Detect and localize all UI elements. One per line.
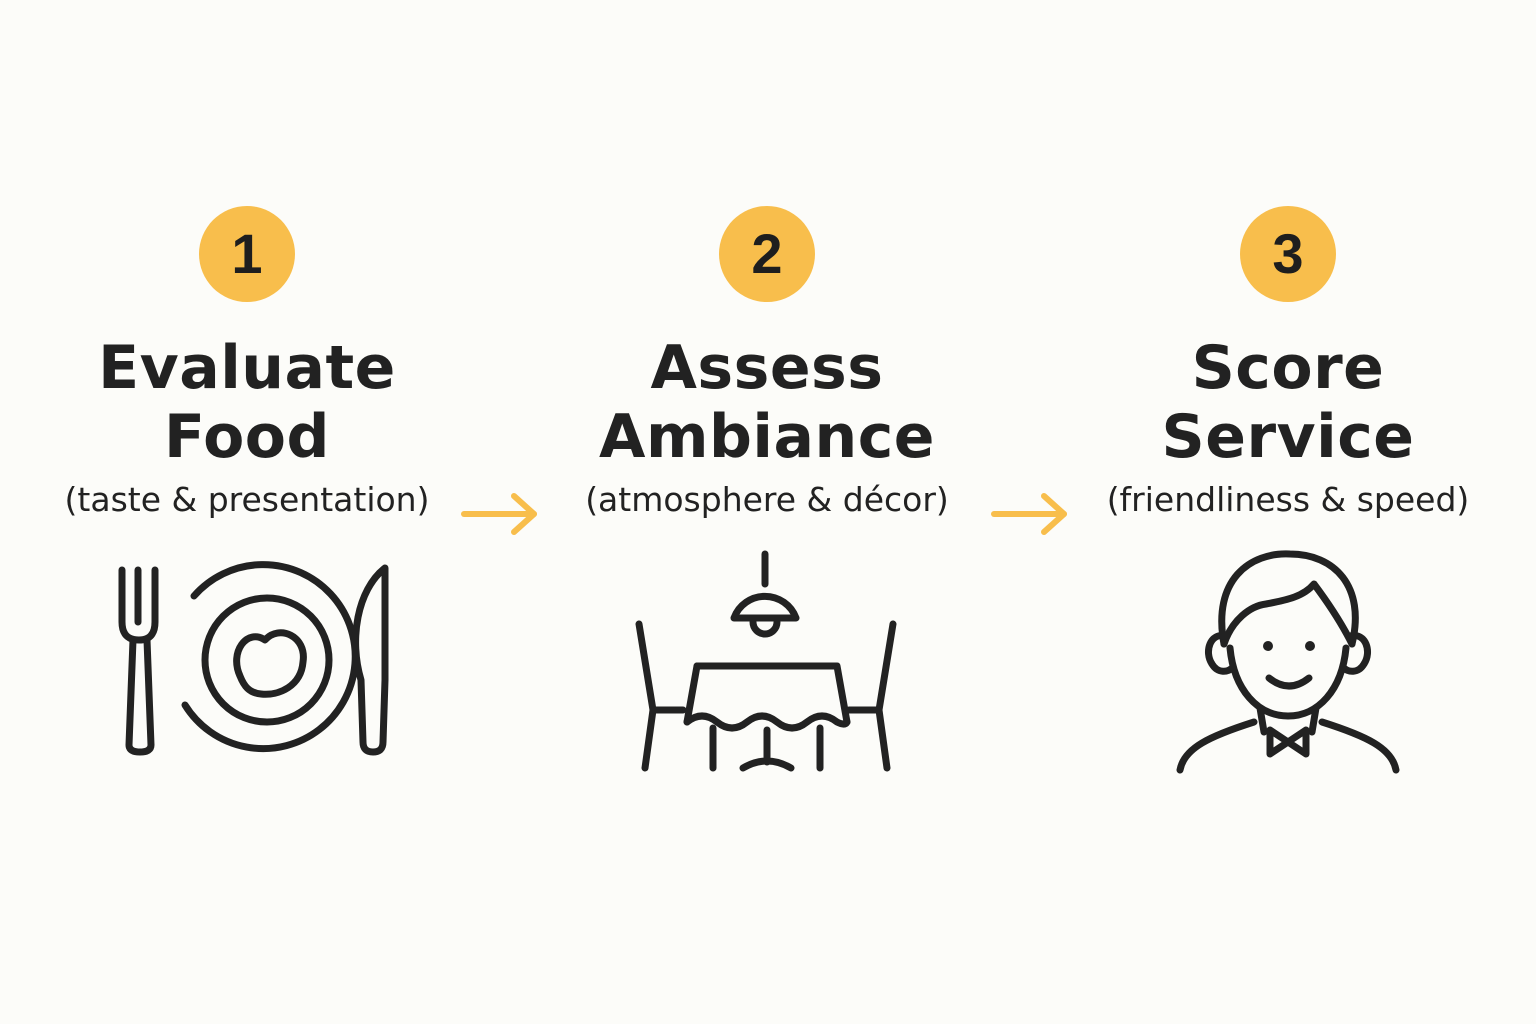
step-subtitle: (atmosphere & décor) [585, 480, 949, 519]
arrow-right-icon [461, 493, 537, 535]
step-assess-ambiance: 2 Assess Ambiance (atmosphere & décor) [537, 0, 997, 1024]
arrow-right-icon [991, 493, 1067, 535]
step-title-line-1: Assess [650, 333, 884, 403]
step-number-badge: 2 [719, 206, 815, 302]
step-number-badge: 3 [1240, 206, 1336, 302]
waiter-icon [1176, 550, 1400, 774]
plate-fork-knife-icon [118, 561, 389, 756]
step-subtitle: (taste & presentation) [64, 480, 430, 519]
step-title-line-2: Ambiance [599, 402, 935, 472]
step-evaluate-food: 1 Evaluate Food (taste & presentation) [17, 0, 477, 1024]
step-title-line-2: Service [1161, 402, 1415, 472]
step-subtitle: (friendliness & speed) [1106, 480, 1470, 519]
step-score-service: 3 Score Service (friendliness & speed) [1058, 0, 1518, 1024]
step-title-line-1: Evaluate [98, 333, 396, 403]
step-number-badge: 1 [199, 206, 295, 302]
step-title-line-2: Food [164, 402, 330, 472]
dining-table-lamp-icon [635, 550, 897, 772]
step-title-line-1: Score [1191, 333, 1385, 403]
